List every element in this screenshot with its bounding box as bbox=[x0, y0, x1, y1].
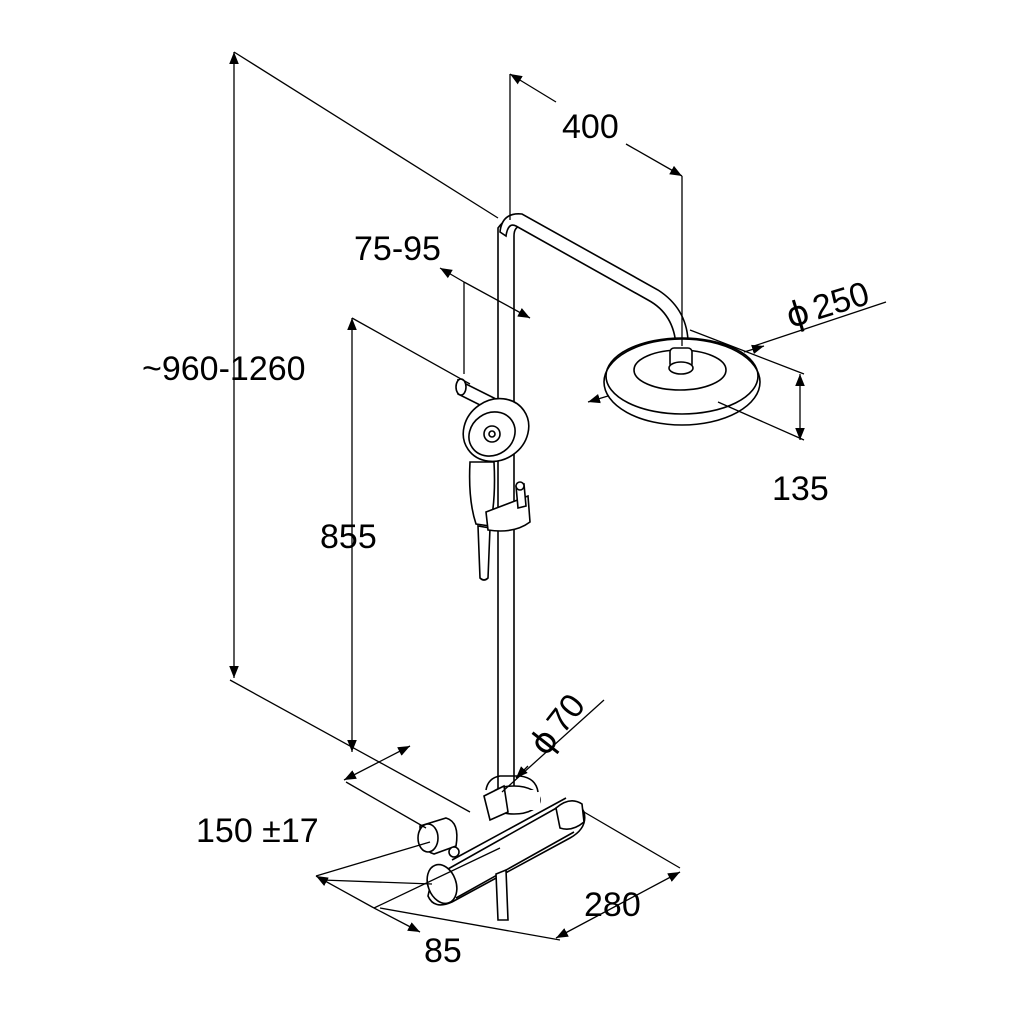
arm-length-label: 400 bbox=[562, 108, 619, 146]
rosette-diameter-label-group: ϕ 70 bbox=[522, 687, 593, 763]
thermostatic-mixer bbox=[417, 775, 586, 921]
dim-overhead-height bbox=[689, 329, 805, 441]
overhead-diameter-label-group: ϕ 250 bbox=[781, 275, 873, 337]
dim-mixer-width bbox=[379, 811, 681, 941]
overhead-shower bbox=[603, 337, 761, 426]
dim-overhead-diameter bbox=[587, 301, 887, 404]
center-distance-label: 150 ±17 bbox=[196, 812, 319, 850]
overhead-diameter-label: 250 bbox=[808, 275, 873, 328]
handshower-offset-label: 75-95 bbox=[354, 230, 441, 268]
dim-rosette-diameter bbox=[501, 699, 605, 793]
dim-total-height bbox=[229, 51, 499, 813]
dim-handshower-height bbox=[347, 317, 471, 752]
mixer-width-label: 280 bbox=[584, 886, 641, 924]
dim-arm-length bbox=[509, 73, 683, 346]
handshower-height-label: 855 bbox=[320, 518, 377, 556]
dim-wall-distance bbox=[315, 847, 501, 933]
overhead-height-label: 135 bbox=[772, 470, 829, 508]
dim-center-distance bbox=[315, 745, 433, 885]
dim-handshower-offset bbox=[439, 267, 531, 374]
overhead-diameter-symbol: ϕ bbox=[781, 292, 814, 337]
hand-shower bbox=[455, 378, 531, 581]
wall-distance-label: 85 bbox=[424, 932, 462, 970]
total-height-label: ~960-1260 bbox=[142, 350, 306, 388]
